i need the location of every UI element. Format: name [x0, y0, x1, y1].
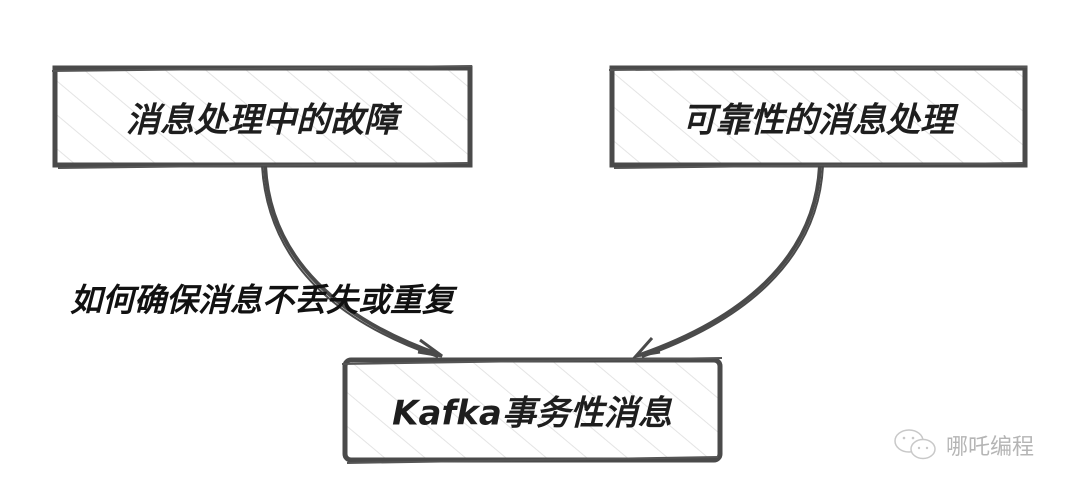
edge-reliable-to-kafka [632, 165, 824, 359]
edge-label: 如何确保消息不丢失或重复 [70, 281, 455, 319]
edge-failure-to-kafka [261, 165, 443, 358]
node-box-failure [51, 65, 473, 169]
node-label-reliable: 可靠性的消息处理 [682, 100, 954, 141]
watermark: 哪吒编程 [892, 428, 1034, 462]
wechat-icon [894, 429, 936, 460]
node-label-kafka: Kafka事务性消息 [392, 393, 672, 434]
node-box-kafka [341, 357, 723, 464]
node-box-reliable [608, 65, 1028, 169]
watermark-text: 哪吒编程 [946, 435, 1035, 460]
node-label-failure: 消息处理中的故障 [126, 100, 398, 141]
